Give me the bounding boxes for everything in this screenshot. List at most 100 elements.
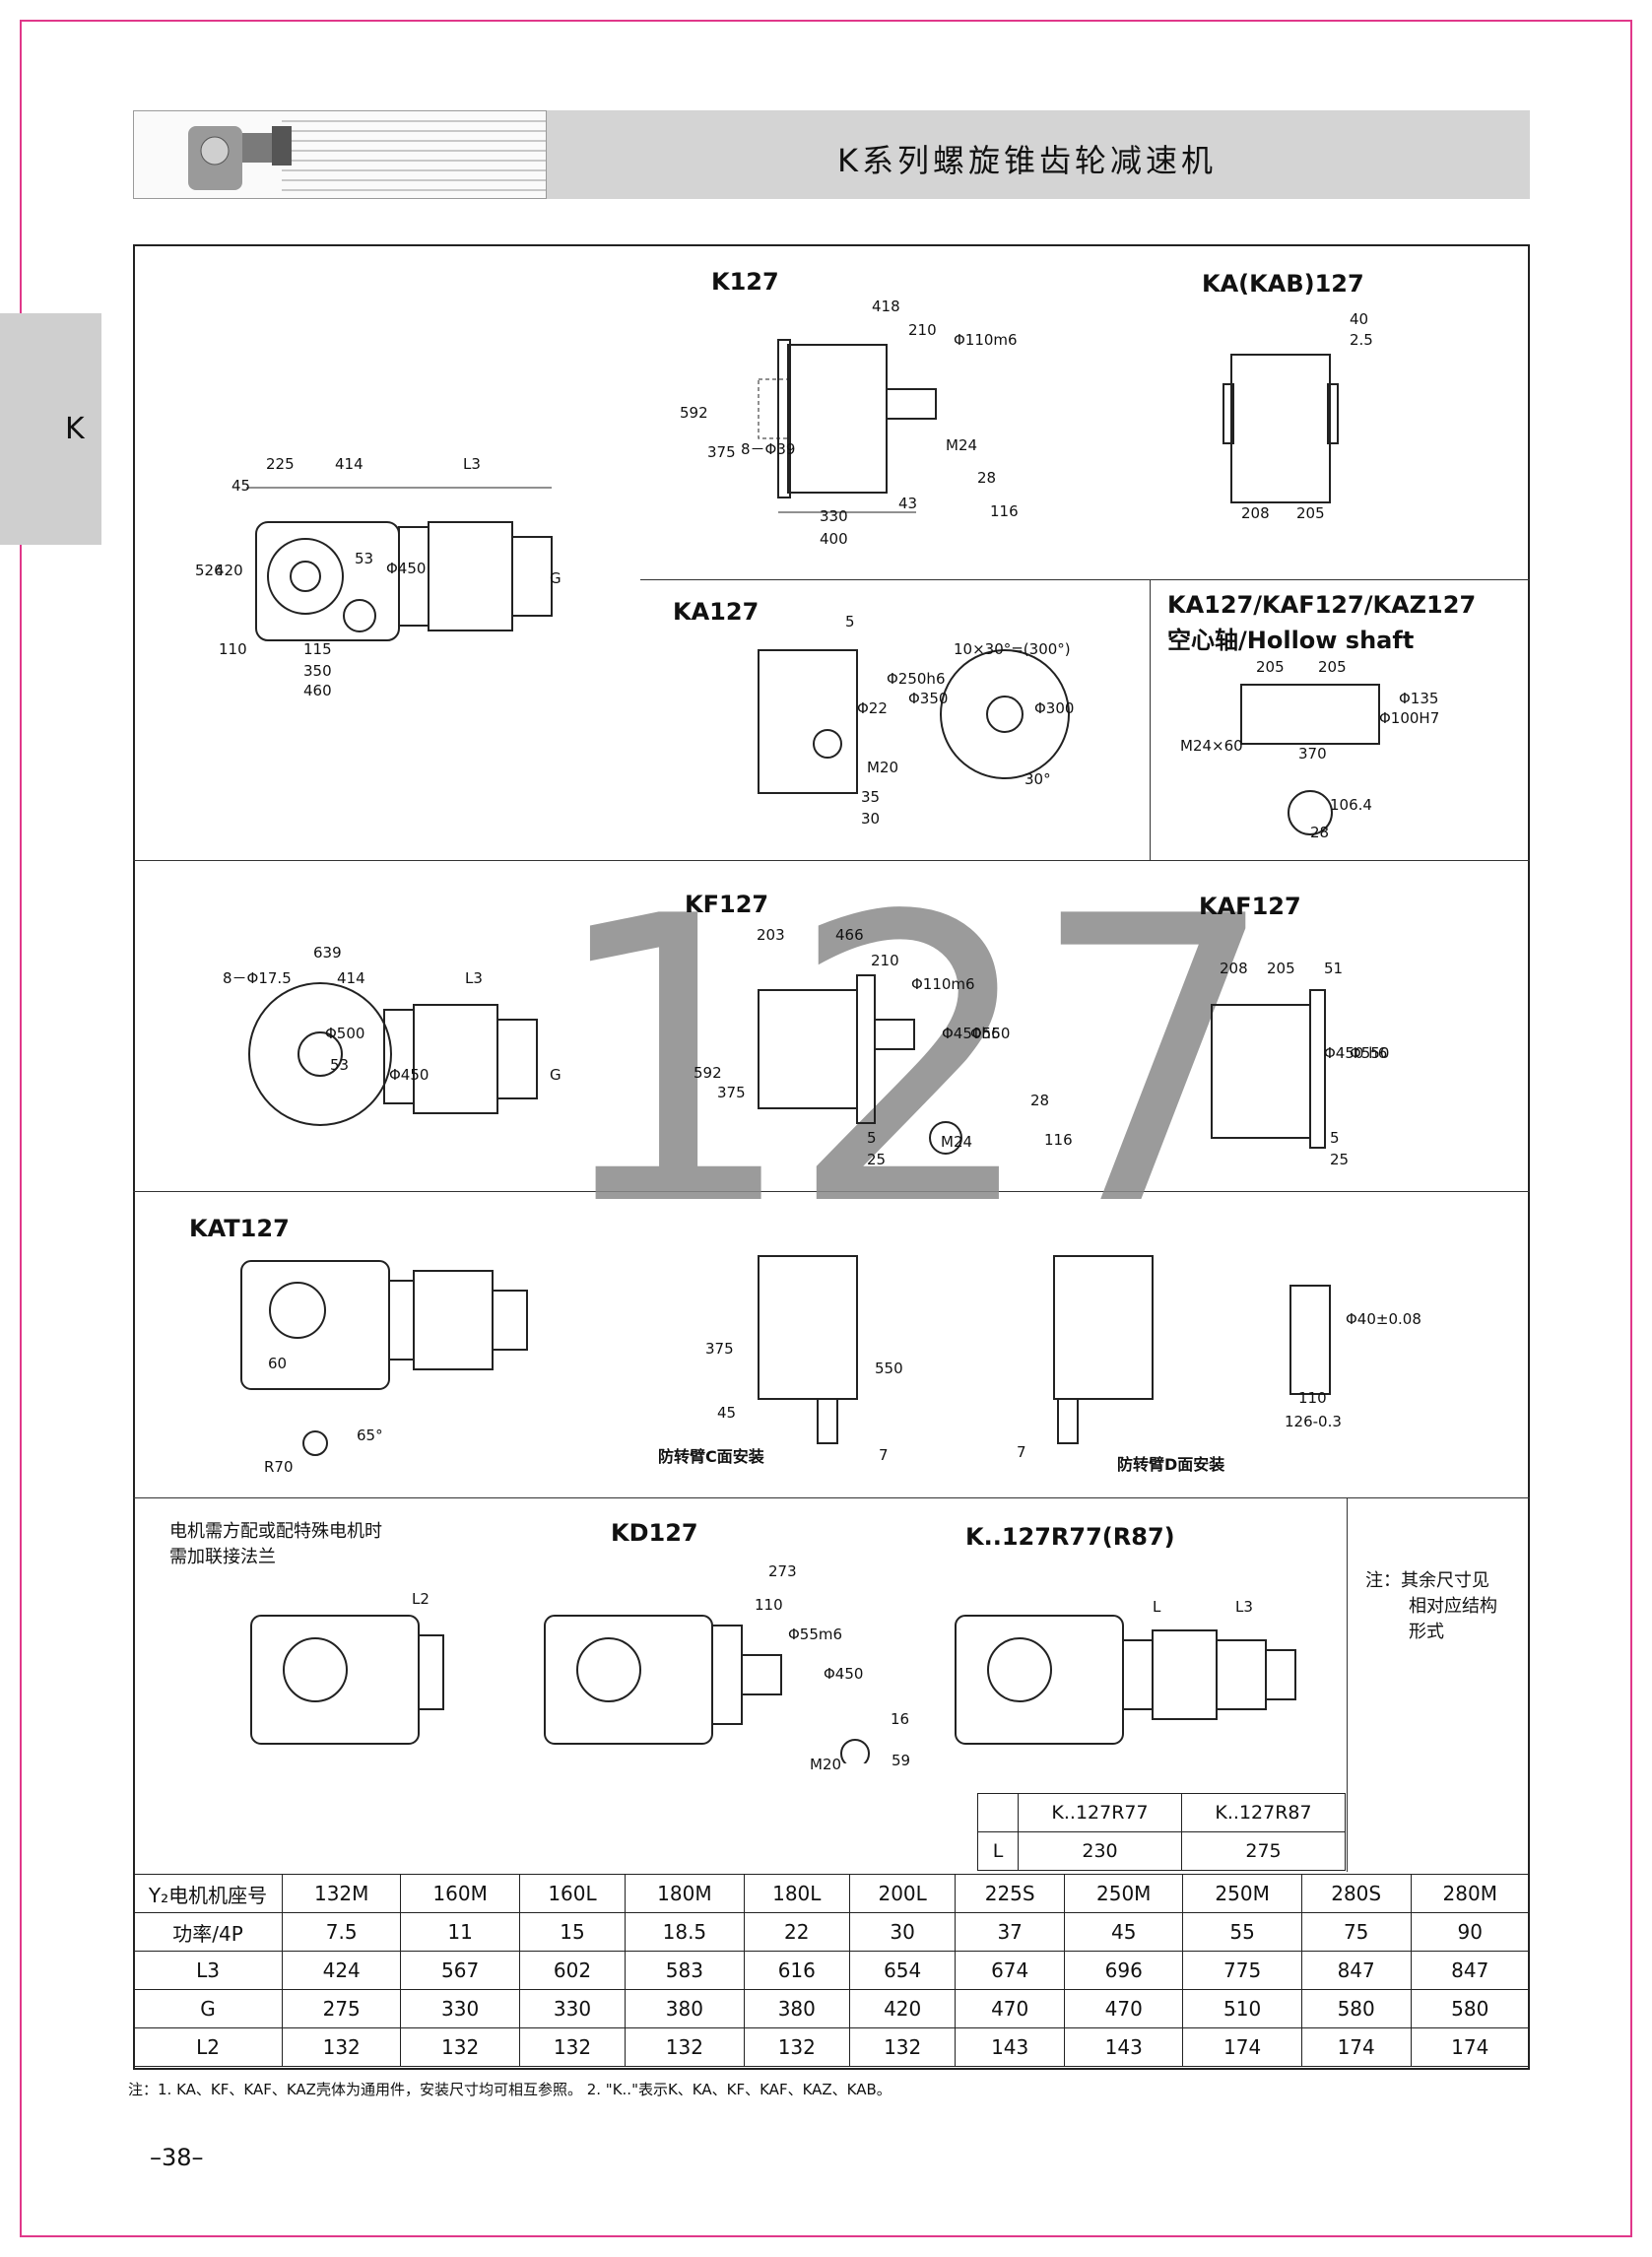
- dim-460: 460: [303, 682, 332, 699]
- frame-left: [20, 20, 22, 2237]
- dim-45b: 45: [717, 1404, 737, 1422]
- dim-m20b: M20: [810, 1756, 842, 1773]
- table-cell: 132: [400, 2027, 520, 2067]
- table-cell: 143: [1064, 2027, 1184, 2067]
- dim-205: 205: [1296, 504, 1325, 522]
- dim-30: 30: [861, 810, 881, 828]
- table-cell: 132: [281, 2027, 402, 2067]
- dim-phi135: Φ135: [1399, 690, 1439, 707]
- r-table-header: K..127R77: [1018, 1793, 1182, 1832]
- row-header: L2: [133, 2027, 283, 2067]
- dim-30deg: 30°: [1024, 770, 1051, 788]
- divider-3: [133, 1191, 1530, 1192]
- table-cell: 143: [955, 2027, 1066, 2067]
- row-header: Y₂电机机座号: [133, 1874, 283, 1913]
- row-header: 功率/4P: [133, 1912, 283, 1952]
- dim-phi55m6: Φ55m6: [788, 1626, 843, 1643]
- table-cell: 132M: [281, 1874, 402, 1913]
- dim-l: L: [1153, 1598, 1161, 1616]
- label-kd127: KD127: [611, 1519, 698, 1547]
- dim-116: 116: [990, 502, 1019, 520]
- label-kaf127: KAF127: [1199, 893, 1301, 920]
- table-cell: 847: [1300, 1951, 1412, 1990]
- table-cell: 160M: [400, 1874, 520, 1913]
- r-table-header: [977, 1793, 1019, 1832]
- table-cell: 330: [518, 1989, 627, 2028]
- hollow-shaft-drawing: [1240, 684, 1380, 835]
- torque-arm-drawing: [1289, 1285, 1331, 1395]
- dim-5b: 5: [867, 1129, 877, 1147]
- dim-r70: R70: [264, 1458, 294, 1476]
- table-cell: 174: [1300, 2027, 1412, 2067]
- dim-550c: 550: [875, 1360, 903, 1377]
- k127-side-drawing: [246, 487, 553, 641]
- drawing-frame: [133, 244, 1530, 2070]
- dim-phi22: Φ22: [857, 699, 888, 717]
- table-cell: 602: [518, 1951, 627, 1990]
- table-cell: 420: [848, 1989, 957, 2028]
- dim-370: 370: [1298, 745, 1327, 763]
- table-cell: 280M: [1410, 1874, 1530, 1913]
- dim-10x30: 10×30°=(300°): [954, 640, 1071, 658]
- dim-5c: 5: [1330, 1129, 1340, 1147]
- dim-phi500: Φ500: [325, 1025, 365, 1042]
- label-hollow-title: KA127/KAF127/KAZ127: [1167, 591, 1477, 619]
- dim-28c: 28: [1030, 1092, 1050, 1109]
- dim-phi250h6: Φ250h6: [887, 670, 946, 688]
- table-cell: 132: [625, 2027, 745, 2067]
- dim-40: 40: [1350, 310, 1369, 328]
- dim-m24x60: M24×60: [1180, 737, 1243, 755]
- table-cell: 225S: [955, 1874, 1066, 1913]
- table-cell: 696: [1064, 1951, 1184, 1990]
- label-ka127: KA127: [673, 598, 760, 626]
- dim-110: 110: [219, 640, 247, 658]
- dim-414b: 414: [337, 969, 365, 987]
- dim-466: 466: [835, 926, 864, 944]
- motor-note-1: 电机需方配或配特殊电机时: [169, 1521, 382, 1542]
- dim-208b: 208: [1220, 960, 1248, 977]
- r-table: K..127R77 K..127R87 L 230 275: [977, 1793, 1346, 1871]
- dim-7b: 7: [1017, 1443, 1026, 1461]
- table-cell: 470: [1064, 1989, 1184, 2028]
- label-kf127: KF127: [685, 891, 769, 918]
- table-cell: 180M: [625, 1874, 745, 1913]
- dim-414: 414: [335, 455, 363, 473]
- dim-8phi17: 8－Φ17.5: [223, 969, 292, 987]
- dim-110c: 110: [755, 1596, 783, 1614]
- table-cell: 18.5: [625, 1912, 745, 1952]
- table-cell: 30: [848, 1912, 957, 1952]
- table-cell: 654: [848, 1951, 957, 1990]
- dim-375: 375: [707, 443, 736, 461]
- frame-bottom: [20, 2235, 1632, 2237]
- dim-330: 330: [820, 507, 848, 525]
- k127-front-drawing: [758, 339, 937, 513]
- dim-m24b: M24: [941, 1133, 973, 1151]
- table-cell: 132: [518, 2027, 627, 2067]
- dim-53b: 53: [330, 1056, 350, 1074]
- side-tab[interactable]: K: [0, 313, 101, 545]
- kat127-c-mount-drawing: [758, 1255, 858, 1444]
- footnote: 注：1. KA、KF、KAF、KAZ壳体为通用件，安装尺寸均可相互参照。 2. …: [128, 2081, 892, 2098]
- table-cell: 280S: [1300, 1874, 1412, 1913]
- dim-208: 208: [1241, 504, 1270, 522]
- table-cell: 174: [1182, 2027, 1302, 2067]
- table-cell: 160L: [518, 1874, 627, 1913]
- kf127-side-drawing: [248, 982, 538, 1126]
- table-cell: 180L: [743, 1874, 850, 1913]
- dim-205b: 205: [1267, 960, 1295, 977]
- dim-7: 7: [879, 1446, 889, 1464]
- page-title: K系列螺旋锥齿轮减速机: [837, 142, 1217, 179]
- dim-phi110m6b: Φ110m6: [911, 975, 975, 993]
- dim-59: 59: [892, 1752, 911, 1769]
- motor-flange-drawing: [250, 1615, 444, 1745]
- divider-note: [1347, 1497, 1348, 1872]
- dim-phi350: Φ350: [908, 690, 949, 707]
- dim-phi550: Φ550: [970, 1025, 1011, 1042]
- dim-hollow-205b: 205: [1318, 658, 1347, 676]
- table-cell: 132: [848, 2027, 957, 2067]
- dim-16: 16: [891, 1710, 910, 1728]
- dim-2-5: 2.5: [1350, 331, 1373, 349]
